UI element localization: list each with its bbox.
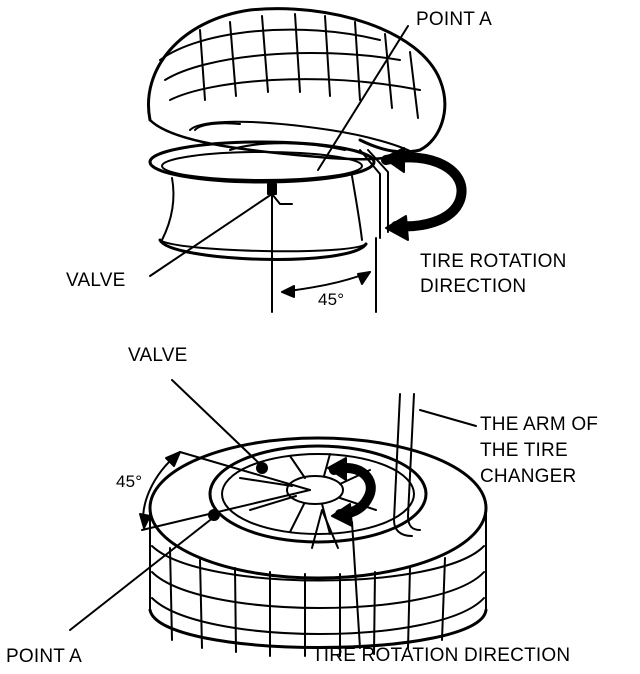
top-angle-arc bbox=[281, 271, 371, 293]
bottom-rotation-leader bbox=[351, 521, 361, 649]
top-tire bbox=[147, 7, 447, 161]
bottom-rotation-label: TIRE ROTATION DIRECTION bbox=[312, 645, 571, 666]
bottom-point-a-leader bbox=[69, 516, 215, 631]
bottom-arm-label-line1: THE ARM OF bbox=[480, 414, 599, 435]
bottom-arm-label-line2: THE TIRE bbox=[480, 440, 568, 461]
top-changer-arm bbox=[359, 149, 389, 239]
bottom-arm-leader bbox=[419, 409, 477, 427]
bottom-tire bbox=[148, 436, 488, 657]
bottom-point-a-ray bbox=[141, 489, 311, 531]
bottom-rotation-arrow bbox=[327, 457, 376, 527]
bottom-wheel-rim bbox=[208, 444, 428, 549]
top-angle-arrowhead-left bbox=[281, 285, 295, 298]
bottom-angle-arrowhead-bottom bbox=[139, 513, 151, 529]
bottom-arm-label-line3: CHANGER bbox=[480, 466, 577, 487]
bottom-valve-ray bbox=[179, 451, 311, 491]
bottom-angle-label: 45° bbox=[116, 472, 143, 491]
top-point-a-label: POINT A bbox=[416, 9, 493, 30]
top-valve-label: VALVE bbox=[66, 270, 126, 291]
bottom-valve-leader bbox=[171, 379, 263, 467]
top-rotation-arrow bbox=[381, 147, 467, 241]
bottom-valve-dot bbox=[256, 462, 268, 474]
bottom-point-a-label: POINT A bbox=[6, 646, 83, 667]
bottom-valve-label: VALVE bbox=[128, 345, 188, 366]
top-angle-arrowhead-right bbox=[357, 271, 371, 285]
bottom-angle-arrowhead-top bbox=[165, 451, 181, 467]
bottom-changer-arm bbox=[393, 393, 421, 537]
top-angle-label: 45° bbox=[318, 290, 345, 309]
top-valve-leader bbox=[149, 193, 273, 277]
top-rotation-label-line2: DIRECTION bbox=[420, 276, 527, 297]
top-rotation-label-line1: TIRE ROTATION bbox=[420, 251, 567, 272]
top-point-a-leader bbox=[317, 25, 409, 171]
